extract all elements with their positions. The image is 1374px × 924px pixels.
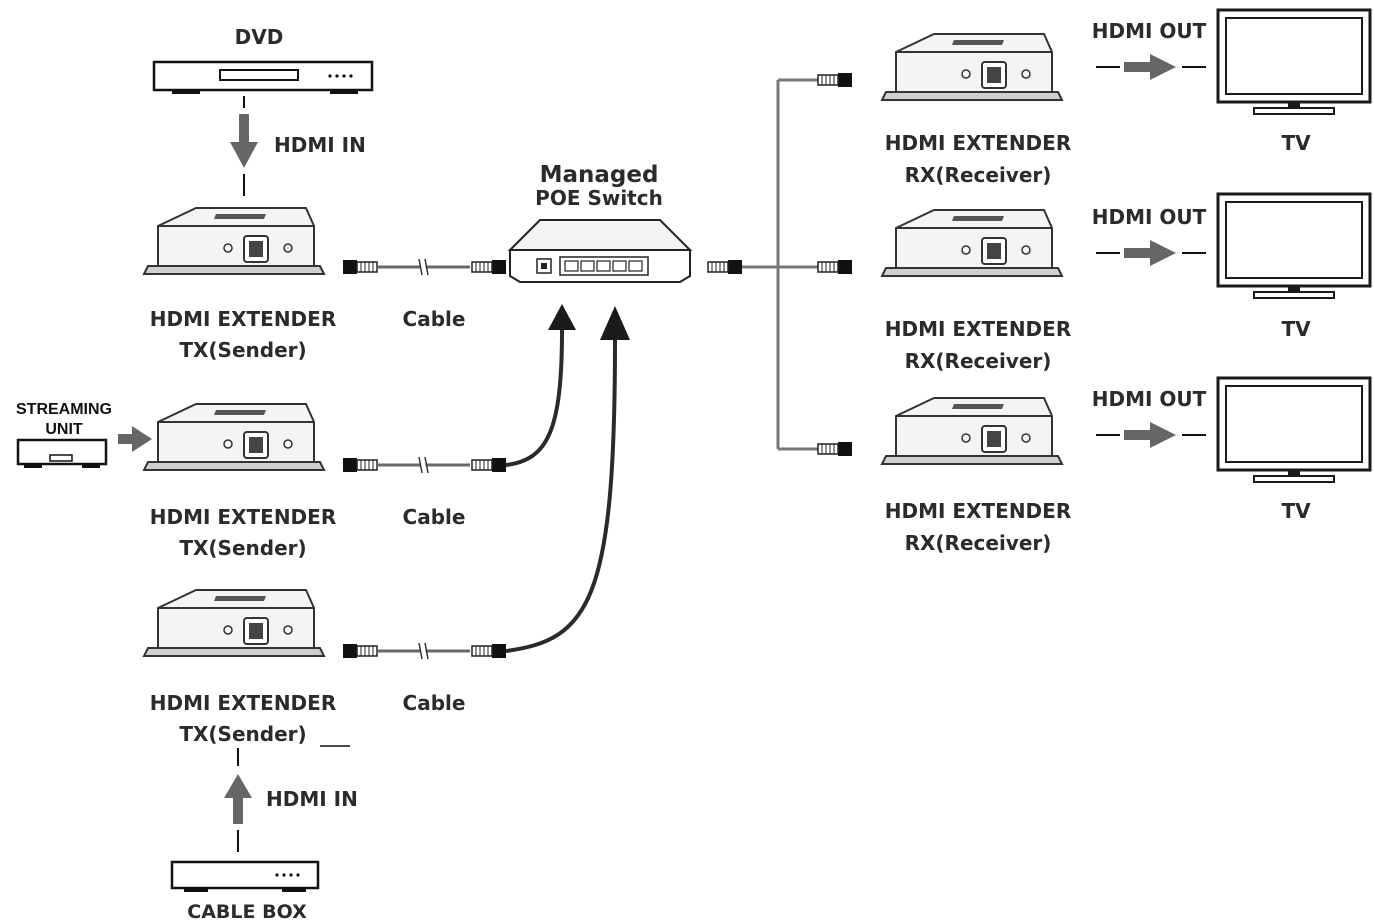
hdmi-in-label-top: HDMI IN [274, 133, 366, 157]
rx-2-name: HDMI EXTENDER [885, 317, 1071, 341]
hdmi-out-label-3: HDMI OUT [1092, 387, 1207, 411]
tv-1-icon [1216, 8, 1372, 116]
rx-cable-2 [778, 259, 853, 275]
hdmi-out-arrow-3 [1096, 422, 1206, 448]
tx-3-name: HDMI EXTENDER [150, 691, 336, 715]
dvd-player-icon [152, 60, 374, 94]
tx-1-name: HDMI EXTENDER [150, 307, 336, 331]
rx-cable-1 [778, 72, 853, 88]
tx-extender-3-icon [143, 589, 325, 657]
switch-title: Managed [540, 162, 659, 188]
rx-2-role: RX(Receiver) [905, 349, 1052, 373]
dvd-label: DVD [235, 25, 284, 49]
cable-1 [342, 257, 507, 277]
streaming-unit-icon [16, 438, 108, 468]
rx-extender-2-icon [881, 209, 1063, 277]
tv-3-label: TV [1281, 499, 1311, 523]
cable-3 [342, 641, 507, 661]
tx-2-role: TX(Sender) [179, 536, 306, 560]
uplink-arrow-3 [505, 306, 630, 653]
hdmi-in-arrow-bottom [224, 748, 252, 852]
tx-1-role: TX(Sender) [179, 338, 306, 362]
cable-box-label: CABLE BOX [187, 901, 307, 923]
tx-3-role: TX(Sender) [179, 722, 306, 746]
hdmi-in-arrow-top [230, 96, 258, 196]
tx-extender-1-icon [143, 207, 325, 275]
cable-2 [342, 455, 507, 475]
rx-extender-1-icon [881, 33, 1063, 101]
cable-box-icon [170, 860, 320, 892]
hdmi-out-arrow-1 [1096, 54, 1206, 80]
rx-cable-3 [778, 441, 853, 457]
poe-switch-icon [507, 219, 693, 283]
rx-3-role: RX(Receiver) [905, 531, 1052, 555]
tx-extender-2-icon [143, 403, 325, 471]
tv-2-label: TV [1281, 317, 1311, 341]
switch-output-cable [707, 80, 780, 449]
cable-1-label: Cable [403, 307, 466, 331]
rx-extender-3-icon [881, 397, 1063, 465]
tx-2-name: HDMI EXTENDER [150, 505, 336, 529]
cable-2-label: Cable [403, 505, 466, 529]
streaming-label-line1: STREAMING [16, 401, 112, 418]
hdmi-out-arrow-2 [1096, 240, 1206, 266]
streaming-label-line2: UNIT [45, 421, 83, 438]
tv-1-label: TV [1281, 131, 1311, 155]
tv-2-icon [1216, 192, 1372, 300]
switch-subtitle: POE Switch [535, 186, 663, 210]
cable-3-label: Cable [403, 691, 466, 715]
streaming-arrow [118, 426, 152, 452]
uplink-arrow-2 [505, 304, 576, 467]
tv-3-icon [1216, 376, 1372, 484]
rx-1-role: RX(Receiver) [905, 163, 1052, 187]
rx-1-name: HDMI EXTENDER [885, 131, 1071, 155]
hdmi-out-label-2: HDMI OUT [1092, 205, 1207, 229]
hdmi-out-label-1: HDMI OUT [1092, 19, 1207, 43]
rx-3-name: HDMI EXTENDER [885, 499, 1071, 523]
hdmi-in-label-bottom: HDMI IN [266, 787, 358, 811]
